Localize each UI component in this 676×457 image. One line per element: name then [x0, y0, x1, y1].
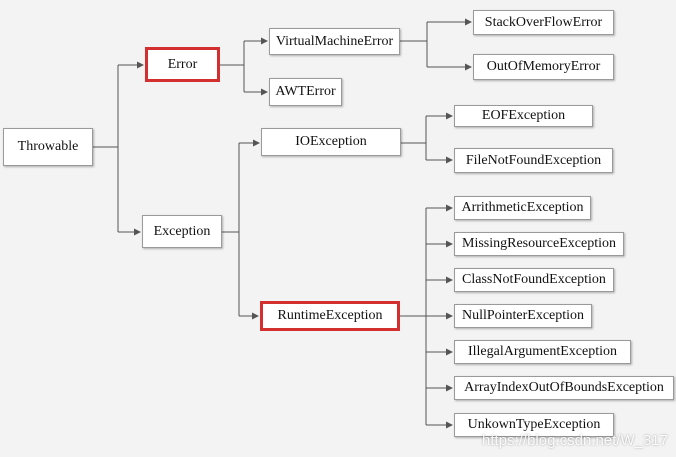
node-label: FileNotFoundException [465, 152, 602, 168]
node-label: Throwable [17, 139, 79, 154]
node-label: Error [167, 56, 198, 72]
node-io-exception: IOException [261, 128, 401, 156]
node-label: UnkownTypeException [467, 417, 601, 432]
node-label: MissingResourceException [462, 236, 616, 251]
node-label: AWTError [275, 84, 336, 99]
node-out-of-memory-error: OutOfMemoryError [473, 54, 614, 80]
node-illegal-argument-exception: IllegalArgumentException [454, 340, 631, 364]
node-runtime-exception: RuntimeException [260, 301, 400, 331]
node-label: ArrithmeticException [461, 200, 584, 215]
node-label: Exception [153, 223, 211, 239]
node-virtual-machine-error: VirtualMachineError [269, 28, 400, 55]
node-arithmetic-exception: ArrithmeticException [454, 196, 591, 220]
node-array-index-out-of-bounds-exception: ArrayIndexOutOfBoundsException [454, 376, 674, 400]
node-awt-error: AWTError [269, 78, 342, 106]
node-class-not-found-exception: ClassNotFoundException [454, 268, 614, 292]
node-error: Error [145, 47, 220, 82]
node-label: VirtualMachineError [275, 33, 394, 49]
node-label: ClassNotFoundException [462, 272, 606, 287]
node-exception: Exception [142, 215, 222, 248]
node-throwable: Throwable [3, 128, 93, 166]
node-label: OutOfMemoryError [486, 59, 601, 74]
node-label: IllegalArgumentException [467, 344, 618, 359]
node-label: RuntimeException [277, 308, 383, 323]
node-unkown-type-exception: UnkownTypeException [454, 413, 614, 437]
node-label: NullPointerException [461, 308, 585, 323]
node-label: IOException [295, 134, 367, 149]
node-missing-resource-exception: MissingResourceException [454, 232, 624, 256]
watermark-text: https://blog.csdn.net/W_317 [482, 432, 668, 449]
node-null-pointer-exception: NullPointerException [454, 304, 592, 328]
node-label: ArrayIndexOutOfBoundsException [464, 380, 664, 395]
node-eof-exception: EOFException [454, 105, 593, 127]
node-label: StackOverFlowError [484, 14, 603, 30]
node-stack-overflow-error: StackOverFlowError [473, 10, 614, 35]
node-label: EOFException [481, 108, 566, 123]
node-file-not-found-exception: FileNotFoundException [454, 148, 613, 173]
